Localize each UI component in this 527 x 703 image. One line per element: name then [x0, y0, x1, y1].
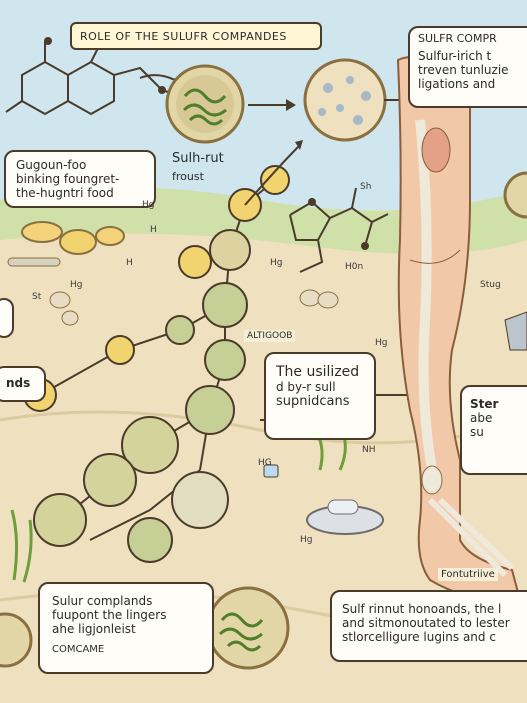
- left-upper-line-1: Gugoun-foo: [16, 158, 87, 172]
- pills-left: [7, 221, 125, 267]
- left-mid-box: nds: [0, 366, 46, 402]
- chem-label-hg-4: Hg: [375, 338, 388, 348]
- molecule-top-left: [5, 42, 181, 116]
- fonturive-label: Fontutriive: [438, 568, 498, 581]
- chem-label-hg-6: Hg: [300, 535, 313, 545]
- top-right-line-2: treven tunluzie: [418, 63, 509, 77]
- nodules: [49, 289, 339, 326]
- right-mid-line-1: Ster: [470, 397, 499, 411]
- bottom-left-line-3: ahe ligjonleist: [52, 622, 136, 636]
- chem-label-nh: NH: [362, 445, 376, 455]
- title-text: ROLE OF THE SULUFR COMPANDES: [80, 30, 287, 43]
- right-mid-box: Ster abe su: [460, 385, 527, 475]
- left-upper-box: Gugoun-foo binking foungret- the-hugntri…: [4, 150, 156, 208]
- chem-label-hg-5: HG: [258, 458, 272, 468]
- chem-label-h-1: H: [150, 225, 157, 235]
- chem-label-hg-2: Hg: [270, 258, 283, 268]
- right-mid-line-2: abe: [470, 411, 493, 425]
- chem-label-hg-3: Hg: [70, 280, 83, 290]
- top-right-line-1: Sulfur-irich t: [418, 49, 492, 63]
- chem-label-h-2: H: [126, 258, 133, 268]
- title-banner: ROLE OF THE SULUFR COMPANDES: [70, 22, 322, 50]
- bottom-left-box: Sulur complands fuupont the lingers ahe …: [38, 582, 214, 674]
- chem-label-sh: Sh: [360, 182, 372, 192]
- chem-label-stug: Stug: [480, 280, 501, 290]
- leg-illustration: [396, 55, 522, 602]
- bottom-left-line-1: Sulur complands: [52, 594, 153, 608]
- bottom-right-line-3: stlorcelligure lugins and c: [342, 630, 496, 644]
- molecule-center: [289, 187, 389, 273]
- lens-bottom-center: [206, 586, 290, 670]
- left-upper-line-3: the-hugntri food: [16, 186, 114, 200]
- lens-top-right: [303, 58, 387, 142]
- bottom-right-box: Sulf rinnut honoands, the l and sitmonou…: [330, 590, 527, 662]
- center-caption-line-2: d by-r sull: [276, 380, 336, 394]
- sulfur-rut-line-2: froust: [172, 170, 204, 183]
- bottom-left-line-2: fuupont the lingers: [52, 608, 167, 622]
- center-caption-box: The usilized d by-r sull supnidcans: [264, 352, 376, 440]
- lens-top-center: [165, 64, 245, 144]
- lens-bottom-left: [0, 612, 33, 668]
- altiroob-label: ALTIGOOB: [244, 330, 296, 342]
- top-right-line-3: ligations and: [418, 77, 496, 91]
- left-mid-label: nds: [6, 376, 31, 390]
- bottom-right-line-2: and sitmonoutated to lester: [342, 616, 510, 630]
- chem-label-st: St: [32, 292, 42, 302]
- left-edge-box: [0, 298, 14, 338]
- right-items: [503, 171, 527, 351]
- sulfur-rut-line-1: Sulh-rut: [172, 151, 224, 166]
- right-mid-line-3: su: [470, 425, 484, 439]
- top-right-box: SULFR COMPR Sulfur-irich t treven tunluz…: [408, 26, 527, 108]
- cells: [23, 165, 290, 563]
- center-caption-line-3: supnidcans: [276, 394, 350, 409]
- chem-label-hon: H0n: [345, 262, 364, 272]
- sulfur-rut-label: Sulh-rut froust: [172, 150, 224, 186]
- chem-label-hg-1: Hg: [142, 200, 155, 210]
- left-upper-line-2: binking foungret-: [16, 172, 120, 186]
- bottom-left-sub: COMCAME: [52, 644, 105, 655]
- center-caption-line-1: The usilized: [276, 364, 360, 380]
- bottom-right-line-1: Sulf rinnut honoands, the l: [342, 602, 502, 616]
- top-right-heading: SULFR COMPR: [418, 32, 497, 45]
